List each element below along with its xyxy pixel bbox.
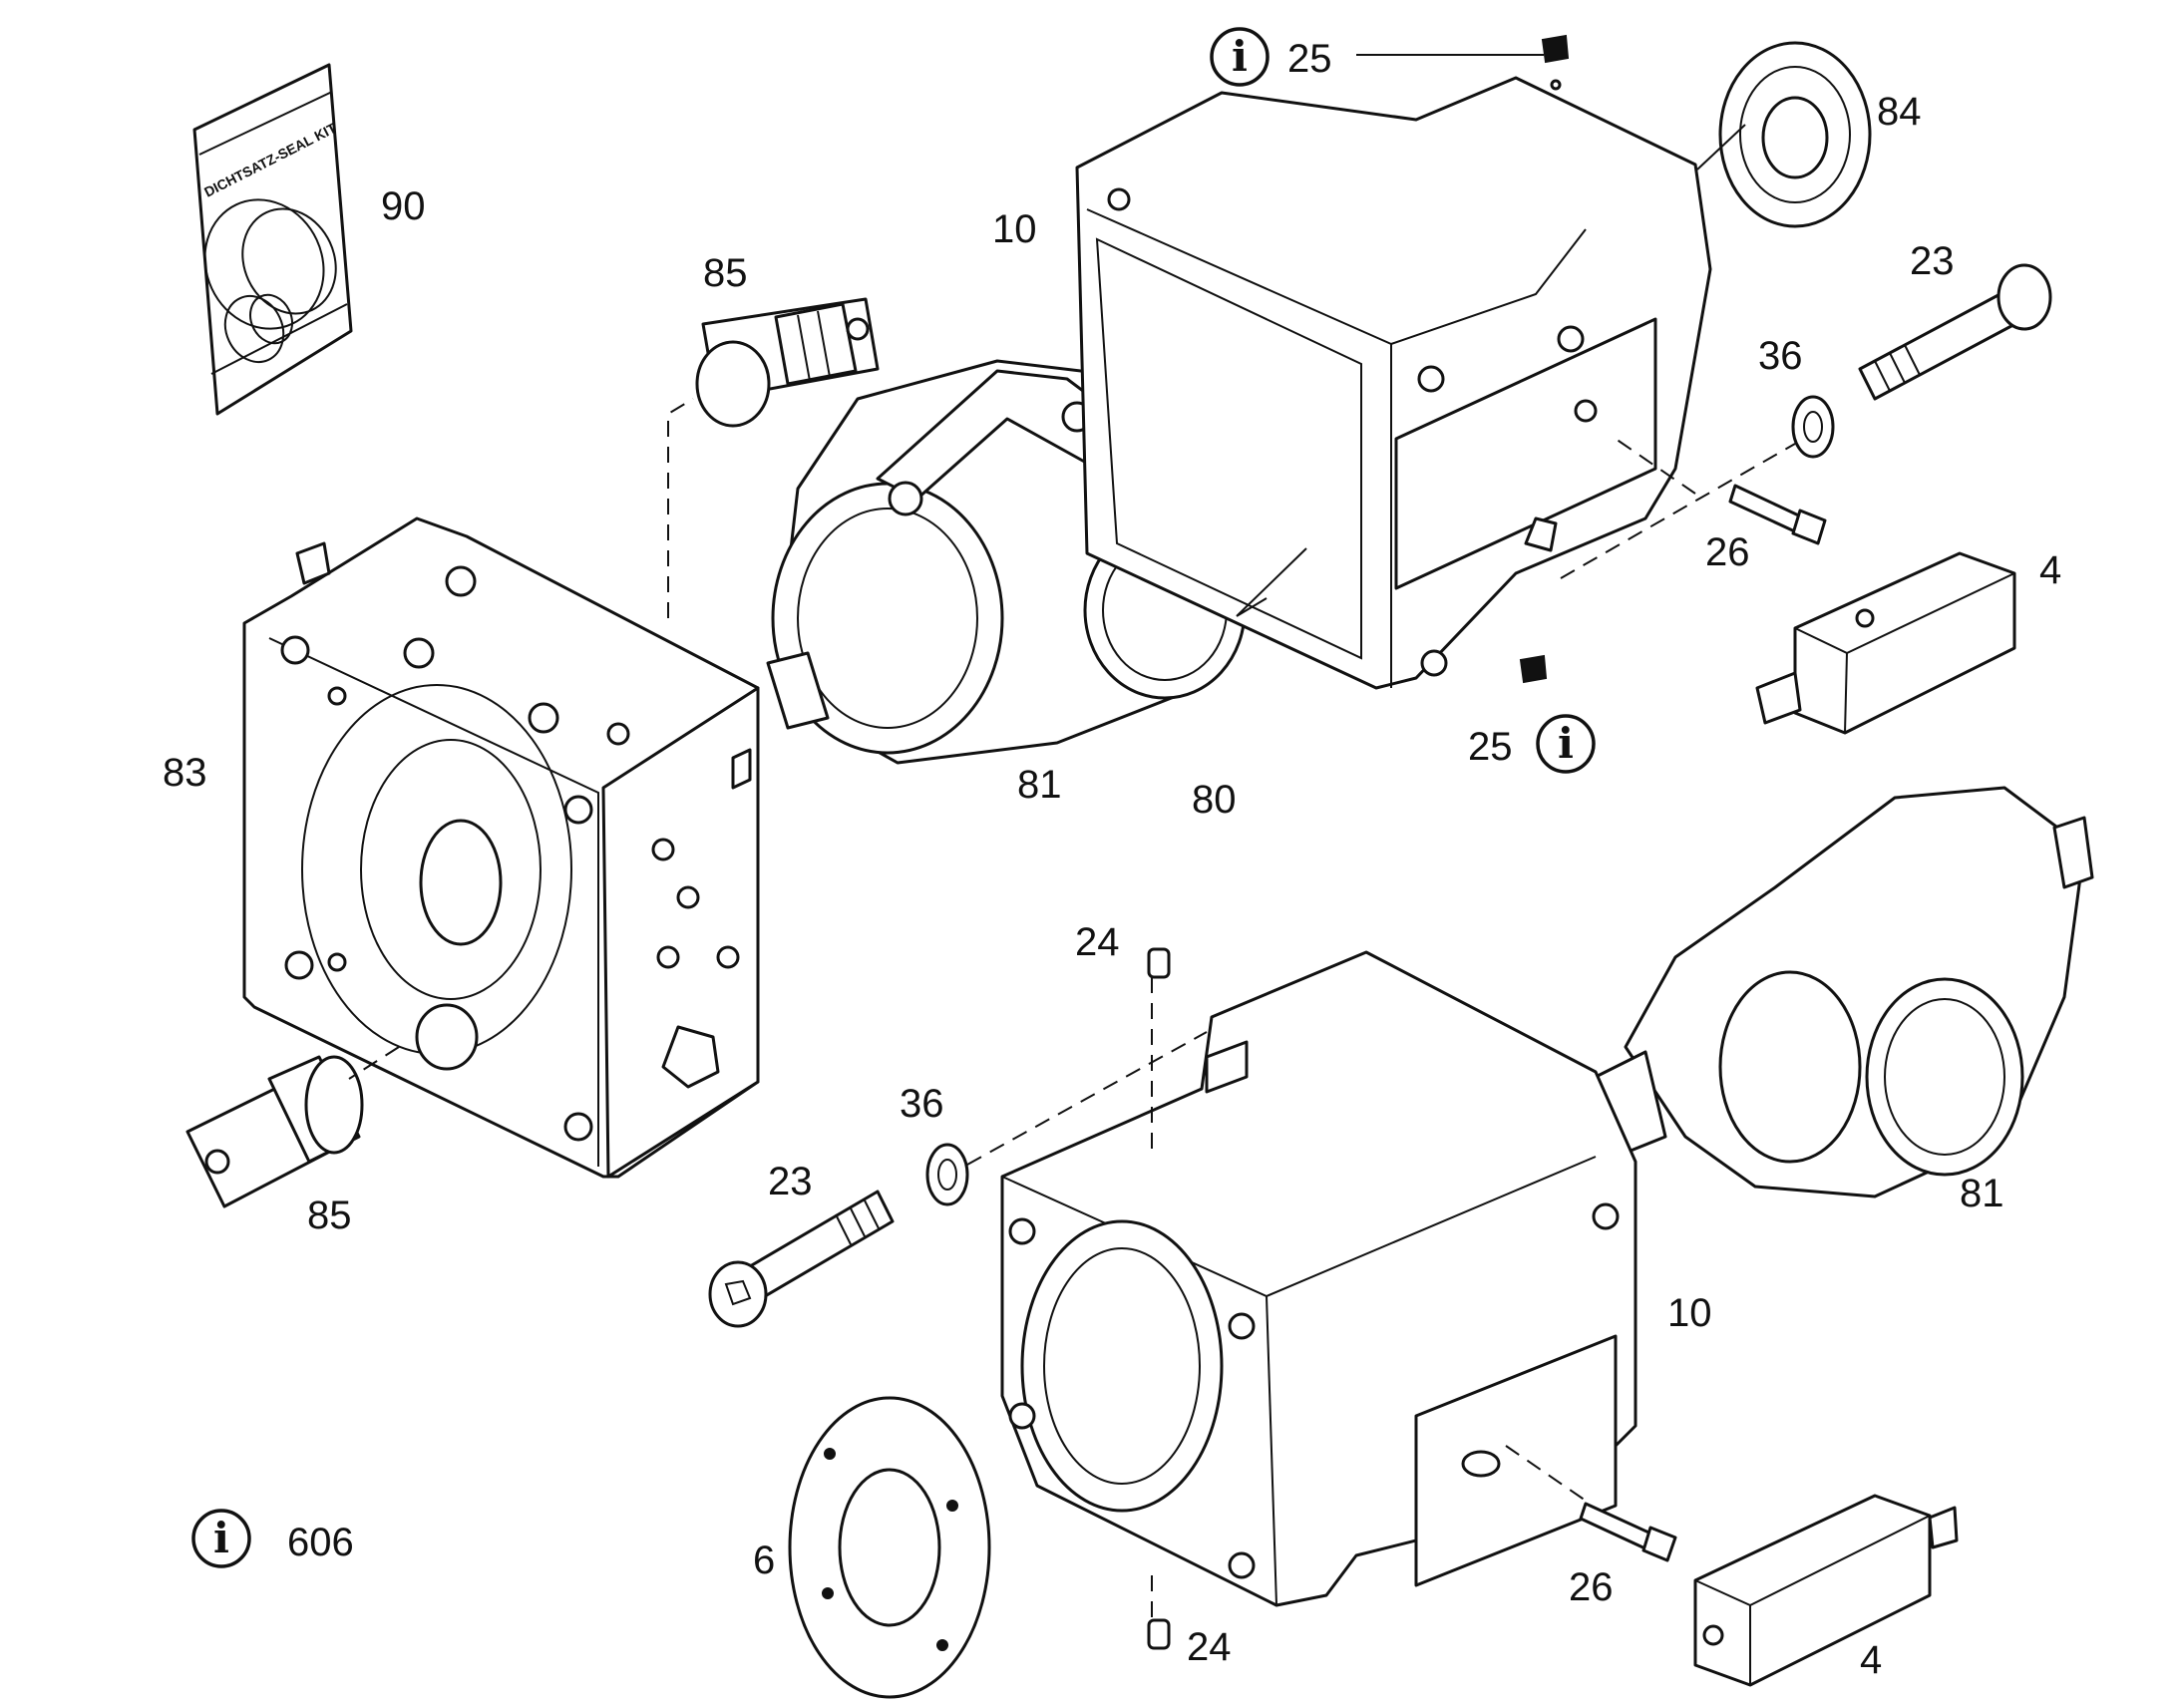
label-6: 6: [753, 1538, 775, 1582]
label-26-top: 26: [1705, 530, 1750, 574]
valve-block-4-top: [1755, 551, 2016, 735]
label-85-top: 85: [703, 251, 748, 295]
label-10-top: 10: [992, 207, 1037, 251]
label-81-bottom: 81: [1960, 1172, 2004, 1215]
label-25-bottom: 25: [1468, 725, 1513, 769]
leader-lines: [348, 54, 1796, 1620]
housing-10-bottom: [1000, 950, 1637, 1607]
info-icon: i: [191, 1509, 251, 1568]
svg-text:i: i: [1558, 719, 1574, 768]
label-85-bottom: 85: [307, 1194, 352, 1237]
plug-screw-25-bottom: [1519, 654, 1548, 684]
label-23-top: 23: [1910, 239, 1955, 283]
plug-screw-25-top: [1541, 34, 1570, 91]
washer-36-top: [1791, 395, 1835, 459]
plug-85-bottom: [185, 1055, 364, 1208]
label-24-top: 24: [1075, 920, 1120, 964]
label-84: 84: [1877, 90, 1922, 134]
label-80: 80: [1192, 778, 1237, 822]
flange-84: [1718, 41, 1872, 228]
rotary-group-81-bottom: [1594, 786, 2094, 1198]
label-36-top: 36: [1758, 334, 1803, 378]
label-26-bottom: 26: [1569, 1565, 1614, 1609]
label-10-bottom: 10: [1667, 1291, 1712, 1335]
valve-block-4-bottom: [1693, 1494, 1959, 1687]
svg-text:i: i: [213, 1514, 229, 1562]
label-36-bottom: 36: [900, 1082, 944, 1126]
pin-24-bottom: [1147, 1618, 1171, 1650]
label-4-top: 4: [2039, 548, 2061, 592]
label-23-bottom: 23: [768, 1160, 813, 1203]
screw-26-top: [1728, 484, 1827, 545]
svg-text:i: i: [1232, 32, 1248, 81]
end-plate-83: [242, 516, 760, 1179]
screw-26-bottom: [1579, 1502, 1677, 1562]
plug-85-top: [695, 297, 880, 428]
label-4-bottom: 4: [1860, 1638, 1882, 1682]
seal-kit-bag: DICHTSATZ-SEAL KIT: [192, 63, 353, 416]
info-icon: i: [1210, 27, 1270, 87]
housing-10-top: [1075, 76, 1712, 690]
washer-36-bottom: [925, 1143, 969, 1206]
bolt-23-bottom: [708, 1190, 895, 1328]
label-25-top: 25: [1287, 37, 1332, 81]
info-icon: i: [1536, 714, 1596, 774]
label-83: 83: [163, 751, 207, 795]
label-606: 606: [287, 1521, 354, 1564]
label-24-bottom: 24: [1187, 1625, 1232, 1669]
label-90: 90: [381, 184, 426, 228]
label-81-top: 81: [1017, 763, 1062, 807]
cover-plate-6: [788, 1396, 991, 1699]
pin-24-top: [1147, 947, 1171, 979]
bolt-23-top: [1858, 263, 2052, 401]
